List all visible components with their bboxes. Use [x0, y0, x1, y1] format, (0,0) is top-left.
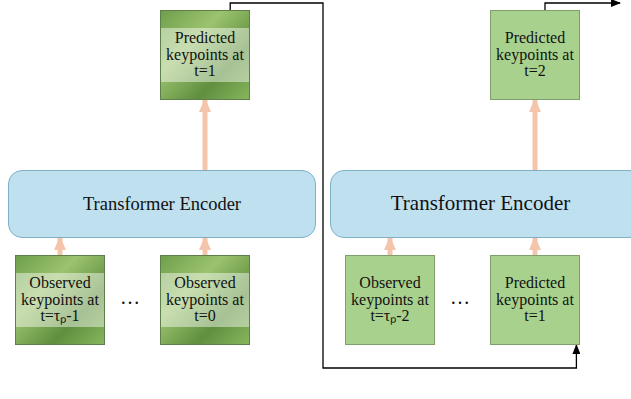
frame-label: Observed keypoints at t=0 — [161, 273, 249, 327]
flow-arrow — [388, 238, 393, 255]
ellipsis-mark: … — [450, 286, 470, 309]
encoder-label: Transformer Encoder — [331, 192, 630, 215]
flow-arrow — [203, 238, 208, 255]
frame-label: Observed keypoints at t=τₚ-2 — [346, 275, 434, 325]
flow-arrow — [58, 238, 63, 255]
predicted-frame: Predicted keypoints at t=1 — [160, 10, 250, 100]
next-step-arrow — [545, 3, 620, 10]
predicted-frame: Predicted keypoints at t=2 — [490, 10, 580, 100]
frame-label: Observed keypoints at t=τₚ-1 — [16, 273, 104, 327]
frame-label: Predicted keypoints at t=1 — [491, 275, 579, 325]
encoder-block: Transformer Encoder — [8, 170, 316, 238]
frame-label: Predicted keypoints at t=2 — [491, 30, 579, 80]
observed-frame: Observed keypoints at t=τₚ-1 — [15, 255, 105, 345]
flow-arrow — [533, 238, 538, 255]
flow-arrow — [203, 100, 208, 170]
observed-frame: Observed keypoints at t=0 — [160, 255, 250, 345]
frame-label: Predicted keypoints at t=1 — [161, 28, 249, 82]
encoder-label: Transformer Encoder — [9, 194, 315, 214]
ellipsis-mark: … — [120, 286, 140, 309]
predicted-frame: Predicted keypoints at t=1 — [490, 255, 580, 345]
observed-frame: Observed keypoints at t=τₚ-2 — [345, 255, 435, 345]
encoder-block: Transformer Encoder — [330, 170, 631, 238]
flow-arrow — [533, 100, 538, 170]
